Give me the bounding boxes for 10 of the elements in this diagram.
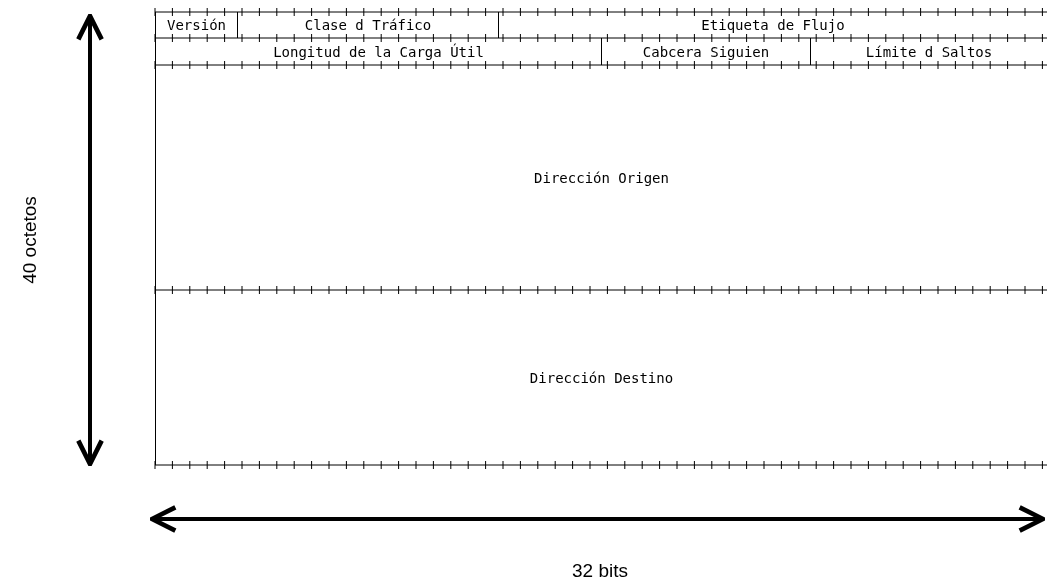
field-name: Dirección Destino	[529, 369, 674, 386]
field-name: Dirección Origen	[534, 169, 669, 186]
field-name: Longitud de la Carga Útil	[273, 43, 484, 60]
field-name: Etiqueta de Flujo	[701, 17, 845, 33]
dimension-label: 40 octetos	[18, 196, 41, 284]
field-name: Clase d Tráfico	[304, 17, 432, 33]
field-name: Cabcera Siguien	[642, 43, 770, 60]
field-name: Versión	[167, 17, 226, 33]
dimension-label: 32 bits	[572, 560, 628, 582]
field-name: Límite d Saltos	[865, 43, 993, 60]
